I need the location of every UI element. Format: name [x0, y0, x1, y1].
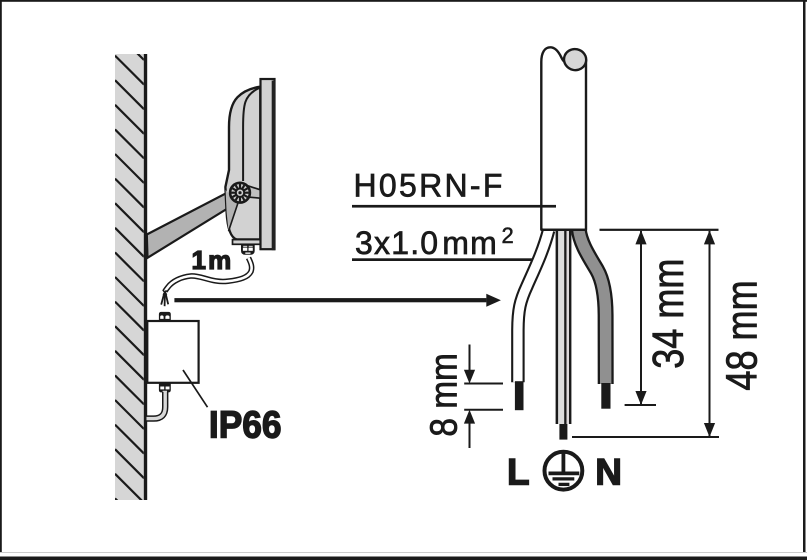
svg-text:8 mm: 8 mm	[422, 353, 464, 437]
svg-text:N: N	[595, 452, 622, 493]
svg-text:34 mm: 34 mm	[644, 259, 693, 369]
svg-text:1m: 1m	[192, 245, 234, 275]
svg-text:IP66: IP66	[209, 403, 282, 445]
svg-text:3x1.0mm: 3x1.0mm	[355, 225, 498, 261]
svg-text:2: 2	[502, 223, 514, 248]
svg-text:L: L	[507, 452, 530, 493]
svg-text:48 mm: 48 mm	[717, 280, 766, 390]
svg-text:H05RN-F: H05RN-F	[354, 168, 505, 204]
